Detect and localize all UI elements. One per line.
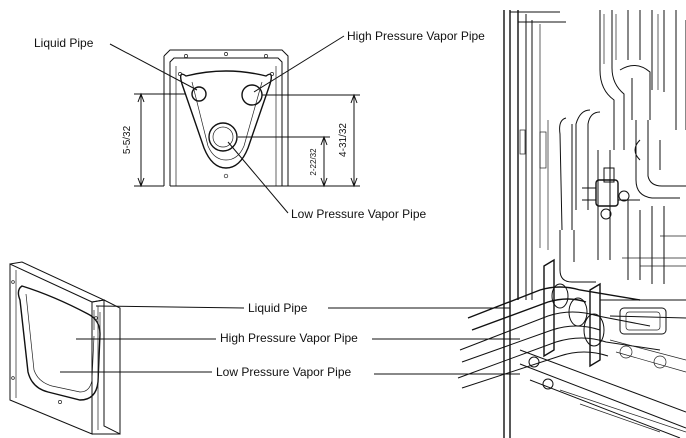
- dim-middle-label: 2-22/32: [309, 148, 318, 176]
- low-pressure-pipe-hole: [208, 122, 238, 152]
- callout-low-pressure-iso: Low Pressure Vapor Pipe: [216, 365, 352, 379]
- dimension-left: 5-5/32: [122, 92, 186, 188]
- dimension-right: 4-31/32: [262, 93, 360, 188]
- plate-isometric-view: [9, 261, 121, 435]
- dim-right-label: 4-31/32: [338, 123, 349, 157]
- callout-liquid-pipe-top: Liquid Pipe: [34, 36, 94, 50]
- dim-left-label: 5-5/32: [122, 125, 133, 154]
- liquid-pipe-hole: [191, 86, 207, 102]
- high-pressure-pipe-hole: [241, 84, 263, 106]
- callout-liquid-pipe-iso: Liquid Pipe: [248, 301, 308, 315]
- callout-high-pressure-iso: High Pressure Vapor Pipe: [220, 331, 358, 345]
- top-callouts: Liquid Pipe High Pressure Vapor Pipe Low…: [34, 29, 485, 221]
- plate-front-view: [163, 49, 289, 187]
- callout-high-pressure-top: High Pressure Vapor Pipe: [347, 29, 485, 43]
- pipe-holes: [191, 84, 263, 152]
- callout-low-pressure-top: Low Pressure Vapor Pipe: [291, 207, 427, 221]
- dimension-middle: 2-22/32: [238, 135, 330, 188]
- outdoor-unit-cabinet: [457, 10, 686, 438]
- iso-callouts: Liquid Pipe High Pressure Vapor Pipe Low…: [60, 301, 520, 379]
